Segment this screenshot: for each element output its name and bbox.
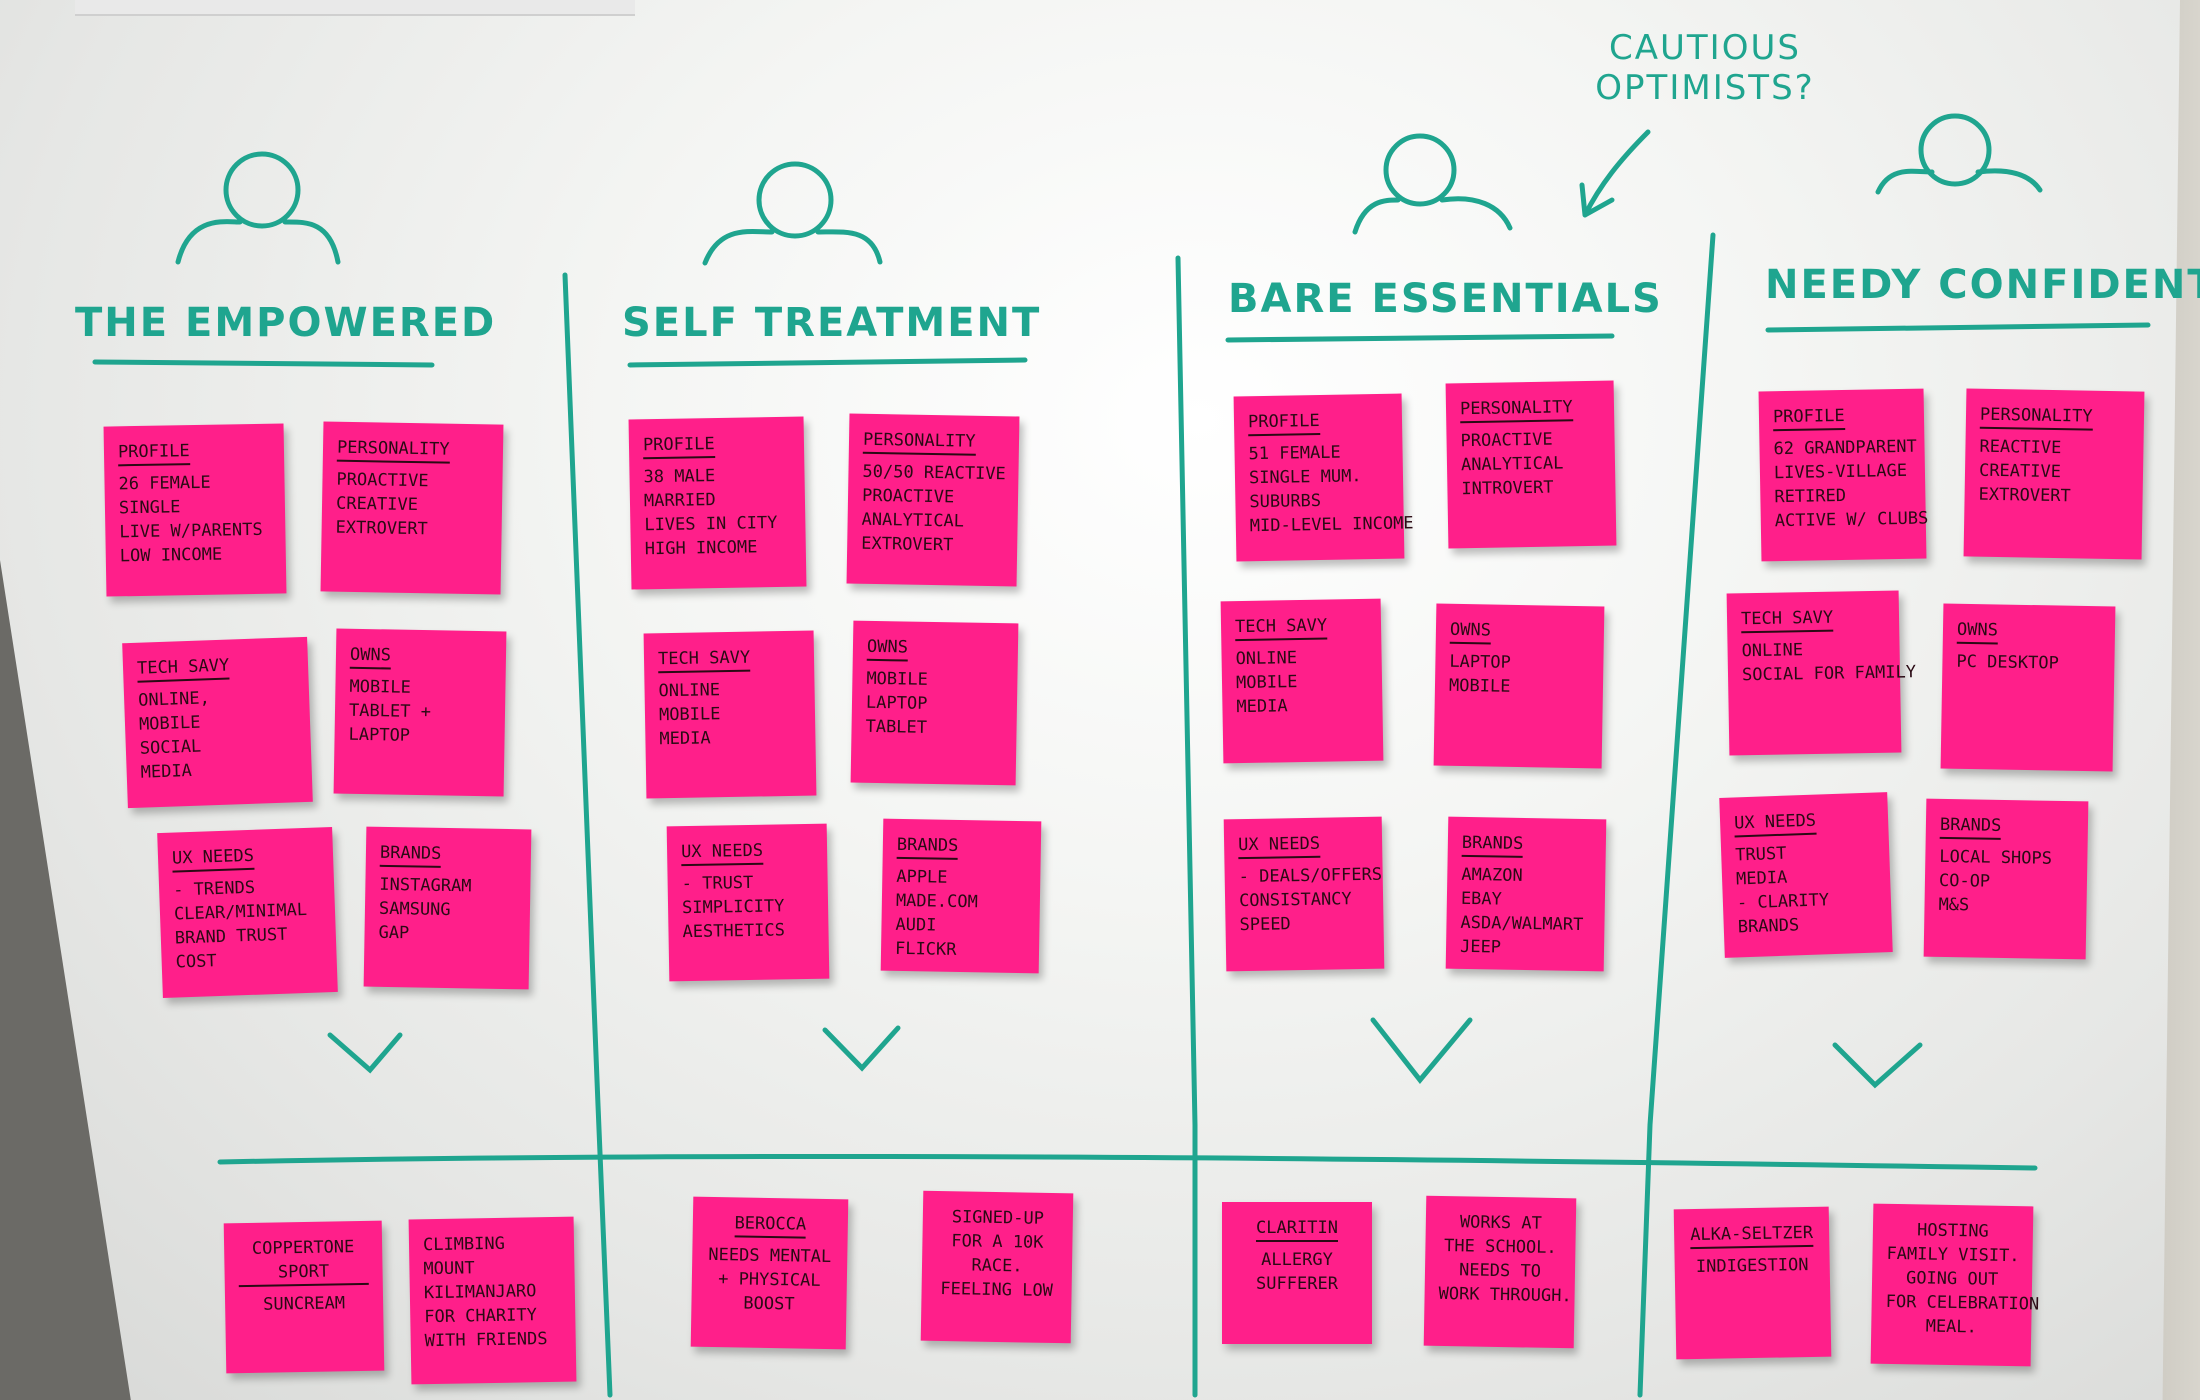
sticky-note-tech-savy: TECH SAVY ONLINE MOBILE MEDIA [1220,598,1384,764]
persona-title-self-treatment: SELF TREATMENT [622,300,1042,346]
divider-line-1 [562,272,613,1398]
horizontal-divider [217,1153,2038,1171]
sticky-note-scenario: CLIMBING MOUNT KILIMANJARO FOR CHARITY W… [408,1216,577,1385]
sticky-note-scenario: BEROCCA NEEDS MENTAL + PHYSICAL BOOST [690,1196,849,1350]
sticky-note-personality: PERSONALITY 50/50 REACTIVE PROACTIVE ANA… [846,413,1020,587]
person-icon-1 [175,151,341,265]
chevron-down-icon [822,1025,901,1072]
person-icon-3 [1352,133,1513,235]
chevron-down-icon [1370,1017,1473,1084]
chevron-down-icon [1832,1042,1923,1089]
sticky-note-brands: BRANDS AMAZON EBAY ASDA/WALMART JEEP [1445,816,1607,972]
sticky-note-scenario: WORKS AT THE SCHOOL. NEEDS TO WORK THROU… [1423,1195,1577,1349]
sticky-note-scenario: CLARITIN ALLERGY SUFFERER [1222,1202,1372,1344]
sticky-note-brands: BRANDS INSTAGRAM SAMSUNG GAP [363,826,532,990]
sticky-note-personality: PERSONALITY PROACTIVE ANALYTICAL INTROVE… [1445,380,1617,549]
person-icon-2 [702,161,883,266]
chevron-down-icon [327,1032,403,1074]
sticky-note-ux-needs: UX NEEDS - DEALS/OFFERS CONSISTANCY SPEE… [1223,816,1385,972]
sticky-note-ux-needs: UX NEEDS - TRENDS CLEAR/MINIMAL BRAND TR… [157,826,338,999]
persona-title-needy-confidents: NEEDY CONFIDENTS [1765,262,2200,308]
sticky-note-scenario: COPPERTONE SPORT SUNCREAM [223,1220,385,1374]
person-icon-4 [1875,113,2043,195]
sticky-note-profile: PROFILE 62 GRANDPARENT LIVES-VILLAGE RET… [1758,388,1928,562]
title-underline-1 [92,359,435,368]
sticky-note-profile: PROFILE 26 FEMALE SINGLE LIVE W/PARENTS … [103,423,287,597]
sticky-note-owns: OWNS PC DESKTOP [1940,603,2116,772]
divider-line-3 [1637,232,1716,1398]
sticky-note-brands: BRANDS LOCAL SHOPS CO-OP M&S [1923,798,2089,960]
title-underline-4 [1765,322,2151,333]
sticky-note-tech-savy: TECH SAVY ONLINE MOBILE MEDIA [643,630,817,799]
sticky-note-scenario: ALKA-SELTZER INDIGESTION [1673,1206,1832,1360]
annotation-arrow [1579,129,1651,218]
annotation-text: CAUTIOUS OPTIMISTS? [1595,28,1815,108]
sticky-note-tech-savy: TECH SAVY ONLINE SOCIAL FOR FAMILY [1726,590,1916,756]
sticky-note-personality: PERSONALITY REACTIVE CREATIVE EXTROVERT [1963,388,2145,560]
sticky-note-owns: OWNS MOBILE LAPTOP TABLET [850,620,1019,786]
sticky-note-profile: PROFILE 51 FEMALE SINGLE MUM. SUBURBS MI… [1233,393,1414,562]
sticky-note-scenario: HOSTING FAMILY VISIT. GOING OUT FOR CELE… [1870,1203,2039,1367]
sticky-note-owns: OWNS MOBILE TABLET + LAPTOP [333,628,507,797]
sticky-note-tech-savy: TECH SAVY ONLINE, MOBILE SOCIAL MEDIA [122,636,313,809]
sticky-note-brands: BRANDS APPLE MADE.COM AUDI FLICKR [880,818,1042,974]
sticky-note-ux-needs: UX NEEDS - TRUST SIMPLICITY AESTHETICS [666,823,830,982]
sticky-note-personality: PERSONALITY PROACTIVE CREATIVE EXTROVERT [320,421,504,595]
divider-line-2 [1175,255,1198,1398]
sticky-note-ux-needs: UX NEEDS TRUST MEDIA - CLARITY BRANDS [1719,792,1893,958]
persona-title-bare-essentials: BARE ESSENTIALS [1228,276,1663,322]
title-underline-3 [1225,333,1615,343]
sticky-note-owns: OWNS LAPTOP MOBILE [1433,603,1605,769]
sticky-note-profile: PROFILE 38 MALE MARRIED LIVES IN CITY HI… [628,416,807,590]
sticky-note-scenario: SIGNED-UP FOR A 10K RACE. FEELING LOW [920,1190,1074,1344]
persona-title-empowered: THE EMPOWERED [75,300,497,346]
title-underline-2 [627,357,1028,368]
paper-strip [75,0,635,16]
